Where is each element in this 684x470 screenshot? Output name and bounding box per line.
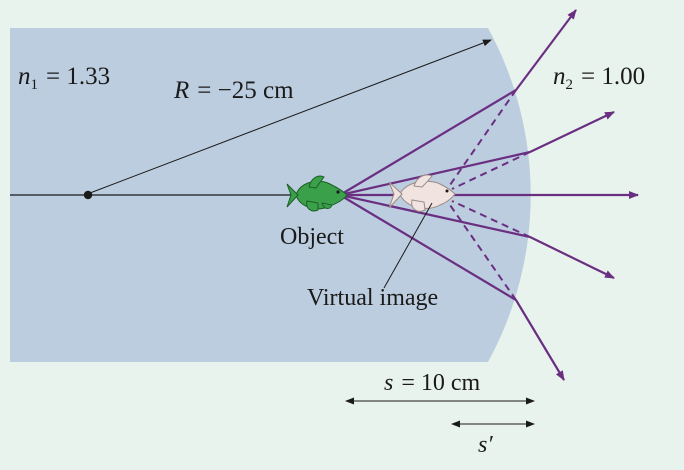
s-prime-label: s′ xyxy=(478,432,493,458)
object-label: Object xyxy=(280,224,344,250)
refracted-rays xyxy=(515,9,639,381)
virtual-image-label: Virtual image xyxy=(307,285,438,311)
center-of-curvature xyxy=(83,190,93,200)
n1-label: n1= 1.33 xyxy=(18,63,110,93)
virtual-ray-extensions xyxy=(449,89,534,301)
virtual-image-leader xyxy=(383,202,433,289)
radius-label: R= −25 cm xyxy=(173,77,294,104)
radius-arrow xyxy=(89,39,492,194)
n2-label: n2= 1.00 xyxy=(553,63,645,93)
image-fish-icon xyxy=(388,174,456,212)
s-label: s= 10 cm xyxy=(384,370,481,396)
object-fish-icon xyxy=(286,175,348,212)
